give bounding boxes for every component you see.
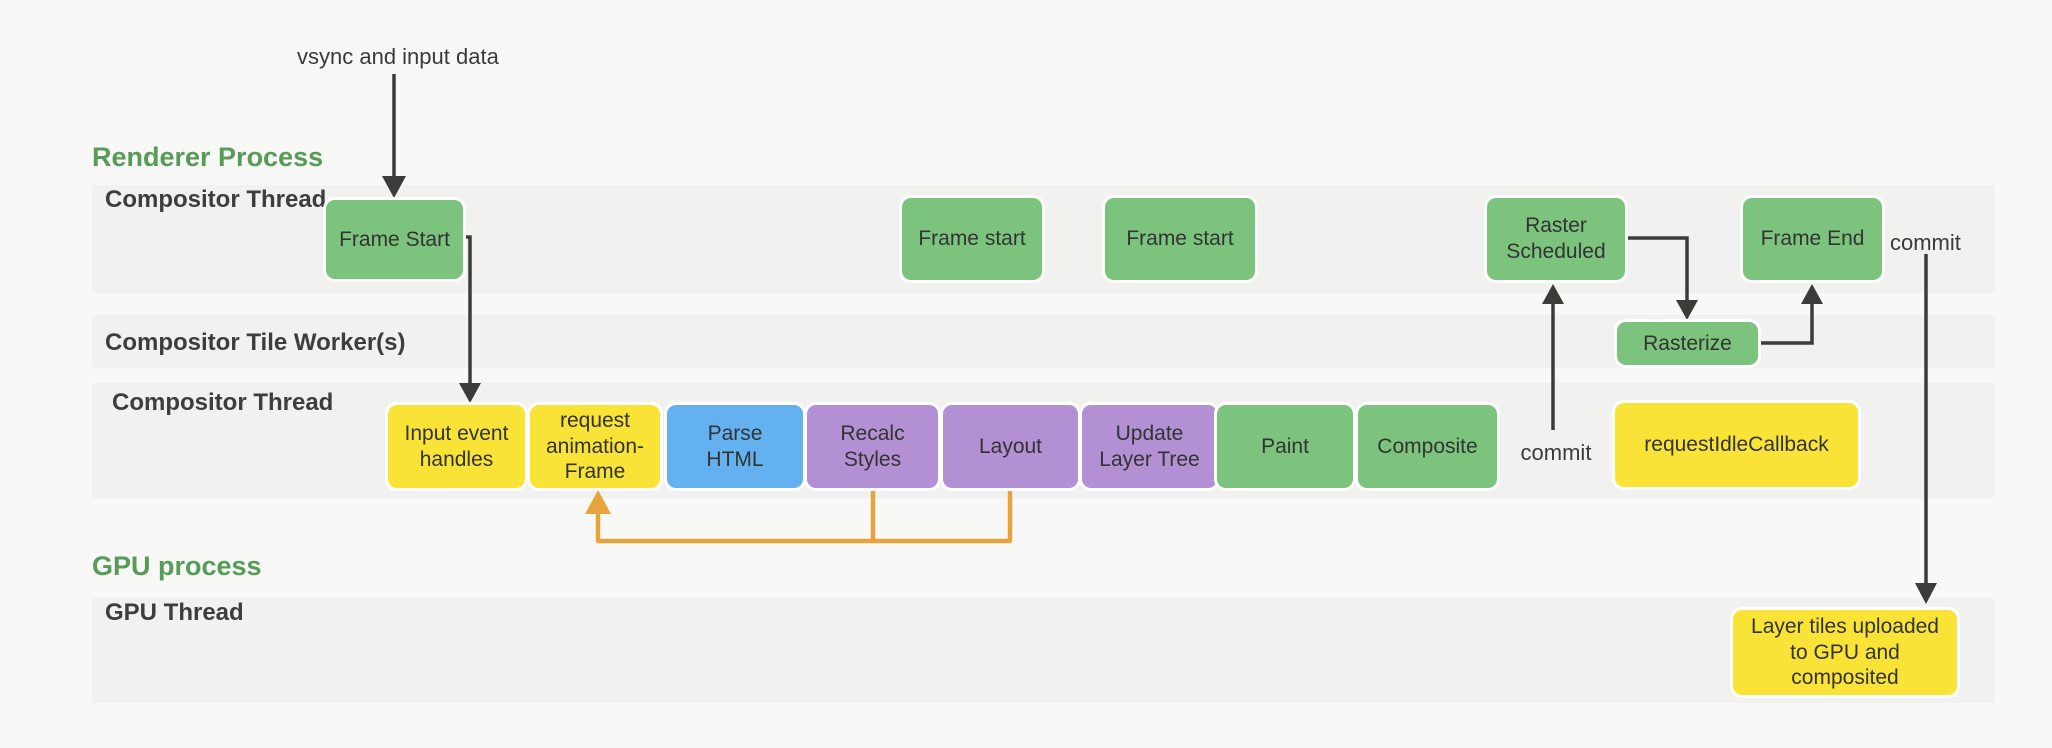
node-frame-start-3: Frame start (1105, 198, 1255, 280)
node-input-event-handles: Input event handles (388, 405, 525, 488)
node-paint: Paint (1217, 405, 1353, 488)
lane-gpu-thread (92, 598, 1995, 703)
lane-label-compositor-thread-main: Compositor Thread (112, 389, 334, 416)
node-request-idle-callback: requestIdleCallback (1615, 403, 1858, 487)
node-frame-end: Frame End (1743, 198, 1882, 280)
vsync-annotation: vsync and input data (297, 44, 499, 69)
node-rasterize: Rasterize (1617, 322, 1758, 365)
lane-label-compositor-tile-workers: Compositor Tile Worker(s) (105, 329, 406, 356)
lane-label-compositor-thread-top: Compositor Thread (105, 186, 327, 213)
node-layer-tiles-uploaded: Layer tiles uploaded to GPU and composit… (1733, 610, 1957, 695)
node-update-layer-tree: Update Layer Tree (1082, 405, 1217, 488)
node-frame-start-2: Frame start (902, 198, 1042, 280)
node-request-animation-frame: request animation-Frame (530, 405, 660, 488)
node-parse-html: Parse HTML (667, 405, 803, 488)
node-frame-start: Frame Start (326, 200, 463, 279)
renderer-process-title: Renderer Process (92, 142, 324, 172)
node-composite: Composite (1358, 405, 1497, 488)
commit-top-label: commit (1890, 230, 1961, 255)
node-raster-scheduled: Raster Scheduled (1487, 198, 1625, 280)
gpu-process-title: GPU process (92, 551, 262, 581)
node-recalc-styles: Recalc Styles (807, 405, 938, 488)
lane-label-gpu-thread: GPU Thread (105, 599, 244, 626)
node-layout: Layout (943, 405, 1078, 488)
commit-main-label: commit (1520, 440, 1592, 465)
arrow-vsync-to-frame-start (382, 74, 406, 198)
